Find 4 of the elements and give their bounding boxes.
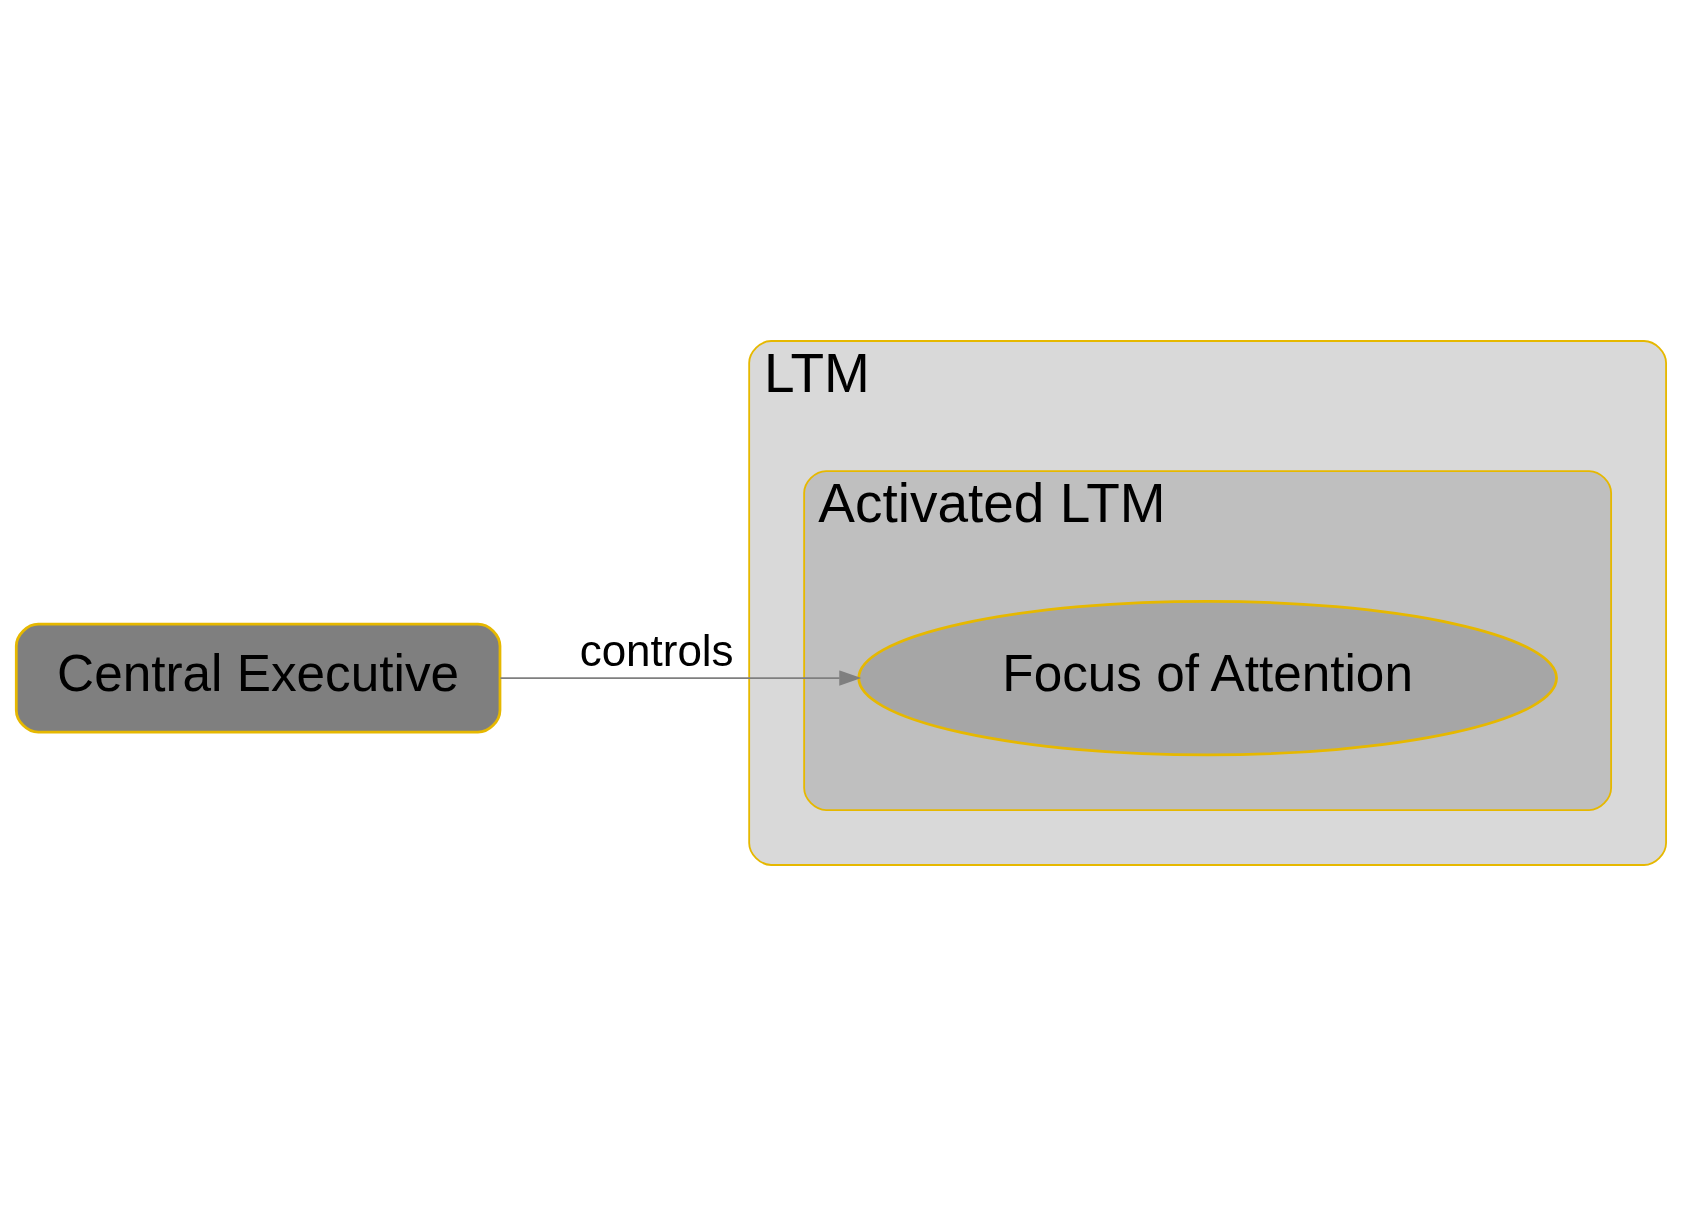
arrow <box>499 670 862 686</box>
node-ellipse: Focus of Attention <box>857 599 1558 757</box>
edge-label: controls <box>579 625 734 675</box>
node-box: Central Executive <box>14 622 502 734</box>
